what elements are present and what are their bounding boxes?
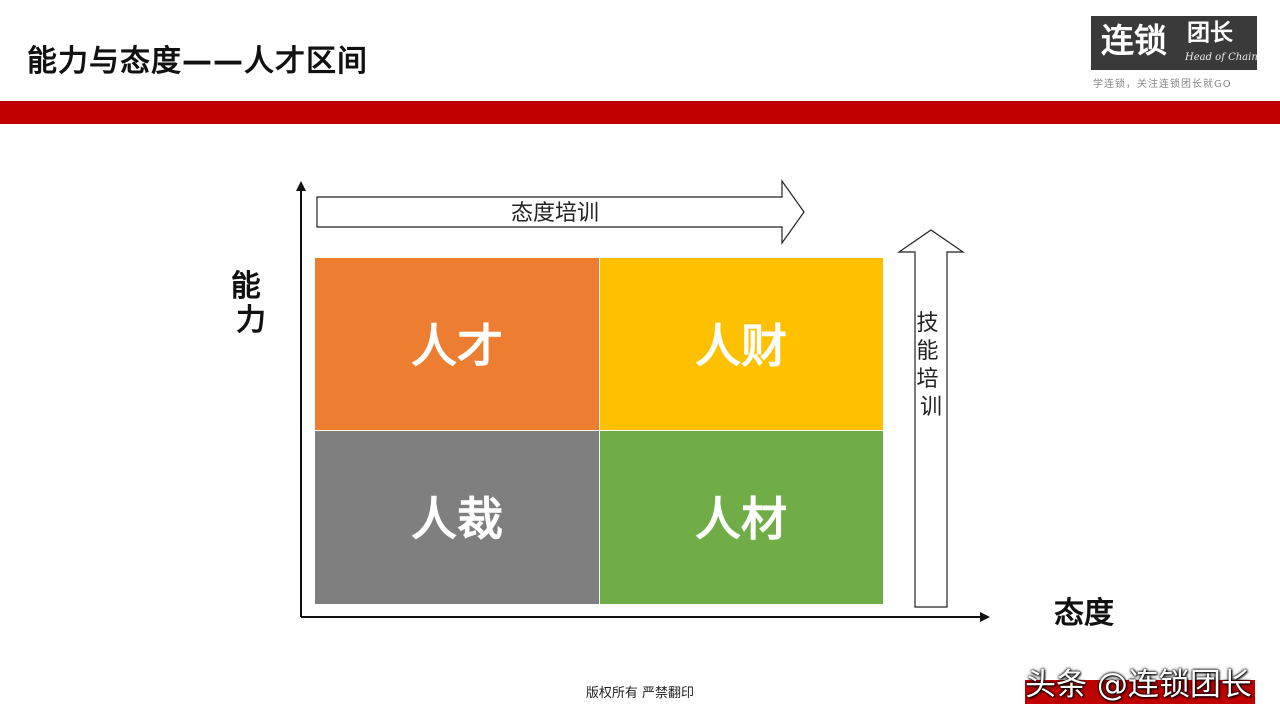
logo-sub-text: 团长 <box>1187 20 1233 46</box>
y-axis-label: 能 力 <box>231 269 271 338</box>
quadrant-bottom-left <box>315 431 599 604</box>
quadrant-top-right <box>600 258 883 430</box>
skill-training-label: 技 能 培 训 <box>916 311 945 420</box>
header-red-bar <box>0 101 1280 124</box>
quadrant-top-left <box>315 258 599 430</box>
page-title: 能力与态度——人才区间 <box>27 44 368 79</box>
attitude-training-arrow <box>316 179 805 245</box>
logo-slogan: 学连锁，关注连锁团长就GO <box>1093 79 1232 90</box>
quadrant-label-bottom-left: 人裁 <box>411 492 503 546</box>
quadrant-label-top-left: 人才 <box>411 319 503 373</box>
skill-training-char-3: 培 <box>916 367 938 392</box>
y-axis-char-2: 力 <box>236 303 266 338</box>
skill-training-arrow <box>897 229 965 608</box>
quadrant-label-top-right: 人财 <box>695 319 787 373</box>
y-axis-char-1: 能 <box>231 269 261 304</box>
attitude-training-label: 态度培训 <box>511 201 599 226</box>
footer-red-bar <box>1025 680 1255 704</box>
logo-english-text: Head of Chain <box>1185 52 1258 63</box>
skill-training-char-4: 训 <box>920 395 942 420</box>
skill-training-char-2: 能 <box>916 339 938 364</box>
copyright-notice: 版权所有 严禁翻印 <box>585 686 695 701</box>
quadrant-label-bottom-right: 人材 <box>695 492 787 546</box>
skill-training-char-1: 技 <box>916 311 938 336</box>
x-axis-label: 态度 <box>1054 596 1114 631</box>
watermark-text: 头条 @连锁团长 <box>1025 667 1252 703</box>
quadrant-bottom-right <box>600 431 883 604</box>
logo-main-text: 连锁 <box>1101 21 1167 60</box>
brand-logo: 连锁 团长 Head of Chain <box>1091 16 1258 70</box>
